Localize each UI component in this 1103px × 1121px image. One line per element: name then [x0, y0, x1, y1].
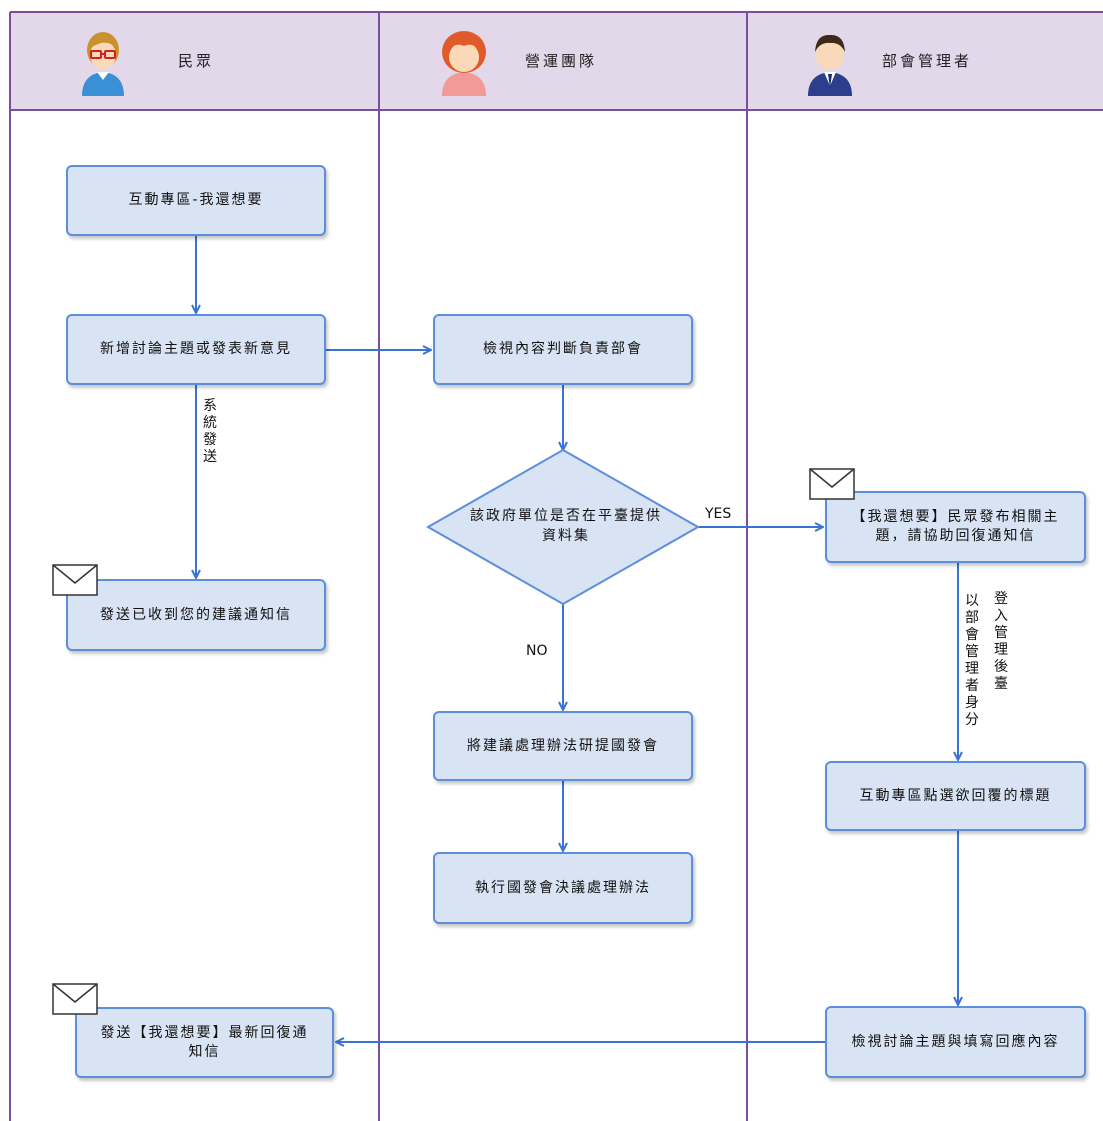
envelope-icon — [809, 468, 855, 500]
edge-label-yes: YES — [705, 506, 732, 522]
edge-label-no: NO — [526, 643, 548, 659]
node-interactive-zone: 互動專區-我還想要 — [66, 165, 326, 236]
person-in-suit-icon — [808, 34, 852, 96]
lane-title-citizen: 民眾 — [178, 52, 215, 70]
lane-title-operation-team: 營運團隊 — [525, 52, 598, 70]
envelope-icon — [52, 983, 98, 1015]
node-review-content: 檢視內容判斷負責部會 — [433, 314, 693, 385]
lane-borders — [9, 11, 1103, 1121]
node-submit-ndc: 將建議處理辦法研提國發會 — [433, 711, 693, 781]
lane-header-ministry-admin — [747, 12, 1103, 110]
lane-header-citizen — [10, 12, 379, 110]
node-notify-received: 發送已收到您的建議通知信 — [66, 579, 326, 651]
lane-header-operation-team — [379, 12, 747, 110]
node-notify-ministry: 【我還想要】民眾發布相關主題，請協助回復通知信 — [825, 491, 1086, 563]
flow-arrows — [196, 236, 958, 1042]
decision-diamond — [425, 448, 701, 606]
edge-label-system-send: 系統發送 — [203, 398, 217, 465]
lane-title-ministry-admin: 部會管理者 — [882, 52, 973, 70]
edge-label-login-col2: 登入管理後臺 — [994, 591, 1008, 692]
node-notify-reply: 發送【我還想要】最新回復通知信 — [75, 1007, 334, 1078]
node-execute-ndc: 執行國發會決議處理辦法 — [433, 852, 693, 924]
person-red-hair-icon — [442, 31, 486, 96]
node-review-reply: 檢視討論主題與填寫回應內容 — [825, 1006, 1086, 1078]
envelope-icon — [52, 564, 98, 596]
person-with-glasses-icon — [82, 32, 124, 96]
node-add-topic: 新增討論主題或發表新意見 — [66, 314, 326, 385]
node-select-topic: 互動專區點選欲回覆的標題 — [825, 761, 1086, 831]
decision-label: 該政府單位是否在平臺提供資料集 — [470, 508, 662, 544]
edge-label-login-col1: 以部會管理者身分 — [965, 593, 979, 728]
